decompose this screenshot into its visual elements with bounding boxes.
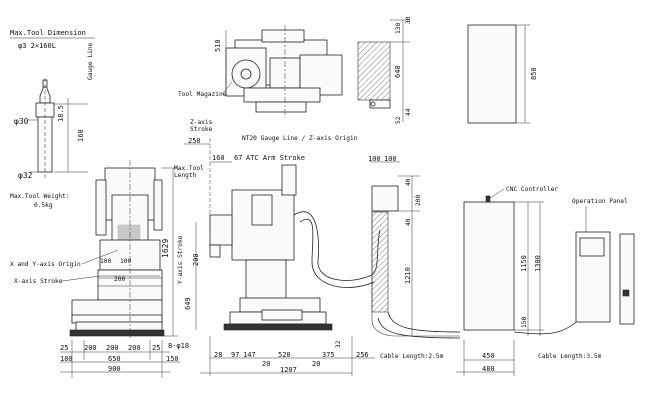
cab-dim-40b: 40 bbox=[405, 218, 412, 226]
side-bottom-256: 256 bbox=[356, 351, 369, 359]
top-view-group: 510 Tool Magazine 130 30 640 44 52 bbox=[178, 16, 412, 124]
front-dim-100b: 100 bbox=[120, 258, 131, 265]
top-dim-510: 510 bbox=[214, 39, 222, 52]
front-bottom-25a: 25 bbox=[60, 344, 68, 352]
max-tool-dimension-label: Max.Tool Dimension bbox=[10, 29, 86, 37]
xy-axis-origin-label: X and Y-axis Origin bbox=[10, 261, 81, 268]
cab-bottom-480: 480 bbox=[482, 365, 495, 373]
max-tool-dimension-value: φ3 2×160L bbox=[18, 42, 56, 50]
max-tool-length-label-1: Max.Tool bbox=[174, 165, 204, 172]
side-bottom-20a: 20 bbox=[262, 360, 270, 368]
front-hole-spec: 8-φ18 bbox=[168, 342, 189, 350]
side-bottom-375: 375 bbox=[322, 351, 335, 359]
y-axis-stroke-label: Y-axis Stroke bbox=[177, 235, 184, 284]
cab-dim-200: 200 bbox=[415, 195, 422, 206]
front-bottom-150: 150 bbox=[166, 355, 179, 363]
front-bottom-650: 650 bbox=[108, 355, 121, 363]
gauge-line-origin-label: NT20 Gauge Line / Z-axis Origin bbox=[242, 135, 358, 142]
front-dim-100a: 100 bbox=[100, 258, 111, 265]
front-bottom-900: 900 bbox=[108, 365, 121, 373]
x-axis-stroke-label: X-axis Stroke bbox=[14, 278, 63, 285]
top-right-dim-850: 850 bbox=[530, 67, 538, 80]
tool-dim-18-5: 18.5 bbox=[57, 105, 65, 122]
side-dim-250: 250 bbox=[188, 137, 201, 145]
side-dim-160: 160 bbox=[212, 154, 225, 162]
max-tool-weight-label: Max.Tool Weight: bbox=[10, 193, 70, 200]
cabinet-group: 100 100 40 200 40 1210 CNC Controller 11… bbox=[368, 155, 635, 376]
tool-spec-group: Max.Tool Dimension φ3 2×160L Gauge Line … bbox=[10, 29, 95, 209]
tool-magazine-label: Tool Magazine bbox=[178, 91, 227, 98]
z-axis-stroke-label-2: Stroke bbox=[190, 126, 213, 133]
front-bottom-200c: 200 bbox=[128, 344, 141, 352]
side-view-group: Z-axis Stroke 250 NT20 Gauge Line / Z-ax… bbox=[174, 119, 381, 376]
cab-bottom-450: 450 bbox=[482, 352, 495, 360]
side-bottom-147: 147 bbox=[243, 351, 256, 359]
atc-arm-stroke-label: ATC Arm Stroke bbox=[246, 154, 305, 162]
side-bottom-20b: 20 bbox=[312, 360, 320, 368]
top-dim-640: 640 bbox=[394, 65, 402, 78]
front-dim-200: 200 bbox=[114, 276, 125, 283]
tool-outline bbox=[35, 78, 55, 178]
side-dim-67: 67 bbox=[234, 154, 242, 162]
cab-dim-150: 150 bbox=[521, 317, 528, 328]
cab-dim-100b: 100 bbox=[384, 155, 397, 163]
tool-dia-30: φ30 bbox=[14, 117, 29, 126]
max-tool-weight-value: 0.5kg bbox=[34, 202, 53, 209]
side-dim-200: 200 bbox=[192, 253, 200, 266]
cab-dim-100a: 100 bbox=[368, 155, 381, 163]
tool-dim-160: 160 bbox=[77, 129, 85, 142]
top-dim-44: 44 bbox=[405, 108, 412, 116]
cab-dim-1210: 1210 bbox=[404, 267, 412, 284]
cab-dim-1150: 1150 bbox=[520, 255, 528, 272]
operation-panel-label: Operation Panel bbox=[572, 198, 628, 205]
top-dim-130: 130 bbox=[395, 23, 402, 34]
front-bottom-200b: 200 bbox=[106, 344, 119, 352]
side-bottom-97: 97 bbox=[231, 351, 239, 359]
side-dim-32: 32 bbox=[335, 340, 342, 348]
front-height-1629: 1629 bbox=[161, 239, 170, 258]
cable-length-35: Cable Length:3.5m bbox=[538, 353, 602, 360]
side-dim-649: 649 bbox=[184, 297, 192, 310]
cab-dim-40a: 40 bbox=[405, 178, 412, 186]
front-bottom-200a: 200 bbox=[84, 344, 97, 352]
side-bottom-520: 520 bbox=[278, 351, 291, 359]
front-view-group: 1629 X and Y-axis Origin 100 100 200 X-a… bbox=[10, 160, 189, 378]
top-dim-52: 52 bbox=[395, 116, 402, 124]
tool-dia-32: φ32 bbox=[18, 171, 33, 180]
top-right-view-group: 850 bbox=[467, 24, 538, 124]
cable-length-25: Cable Length:2.5m bbox=[380, 353, 444, 360]
cnc-controller-label: CNC Controller bbox=[506, 186, 558, 193]
side-bottom-28: 28 bbox=[214, 351, 222, 359]
gauge-line-label: Gauge Line bbox=[87, 42, 94, 80]
cab-dim-1300: 1300 bbox=[534, 255, 542, 272]
max-tool-length-label-2: Length bbox=[174, 172, 197, 179]
z-axis-stroke-label-1: Z-axis bbox=[190, 119, 213, 126]
top-dim-30: 30 bbox=[405, 16, 412, 24]
front-bottom-25b: 25 bbox=[152, 344, 160, 352]
side-bottom-1207: 1207 bbox=[280, 366, 297, 374]
front-bottom-100: 100 bbox=[60, 355, 73, 363]
